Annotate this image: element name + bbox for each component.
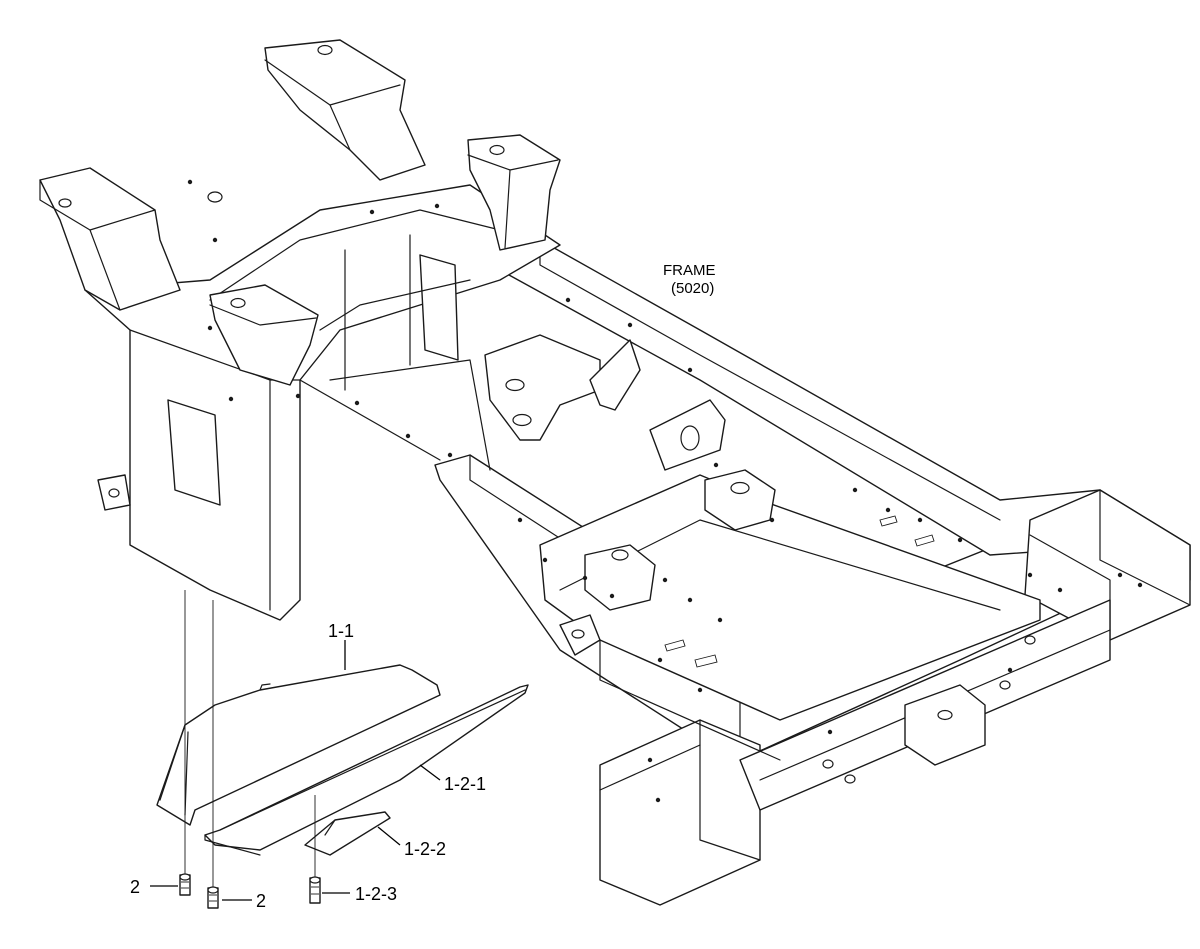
callout-2-right: 2: [256, 891, 266, 911]
frame-angled-rear-bracket: [589, 339, 641, 411]
frame-assembly: [39, 39, 1191, 906]
callout-1-2-1: 1-2-1: [444, 774, 486, 794]
frame-hitch-bracket: [584, 544, 656, 611]
frame-rear-lower-box: [599, 719, 761, 906]
frame-slots: [664, 515, 935, 668]
frame-code-label: (5020): [671, 280, 714, 297]
frame-fastener-holes: [187, 179, 1143, 803]
frame-oval-holes: [207, 191, 1036, 784]
frame-left-mount-pad: [209, 284, 319, 386]
cover-plate-1-2-1: [204, 684, 529, 856]
frame-front-right-tower: [264, 39, 426, 181]
bolt-2-right: [207, 600, 219, 909]
callout-2-left: 2: [130, 877, 140, 897]
bolt-1-2-3: [309, 795, 321, 904]
frame-right-mount-pad: [904, 684, 986, 766]
callout-1-1: 1-1: [328, 621, 354, 641]
callout-1-2-2: 1-2-2: [404, 839, 446, 859]
cover-plate-1-1: [156, 664, 441, 826]
cover-plate-1-2-2: [304, 811, 391, 856]
frame-housing-inner-window: [419, 254, 459, 361]
frame-name-label: FRAME: [663, 262, 716, 279]
frame-housing-window: [167, 399, 221, 506]
callout-1-2-3: 1-2-3: [355, 884, 397, 904]
frame-front-left-tower: [39, 167, 181, 311]
leader-lines: [150, 640, 441, 901]
frame-center-pivot-bracket: [484, 334, 601, 441]
bolt-2-left: [179, 590, 191, 896]
